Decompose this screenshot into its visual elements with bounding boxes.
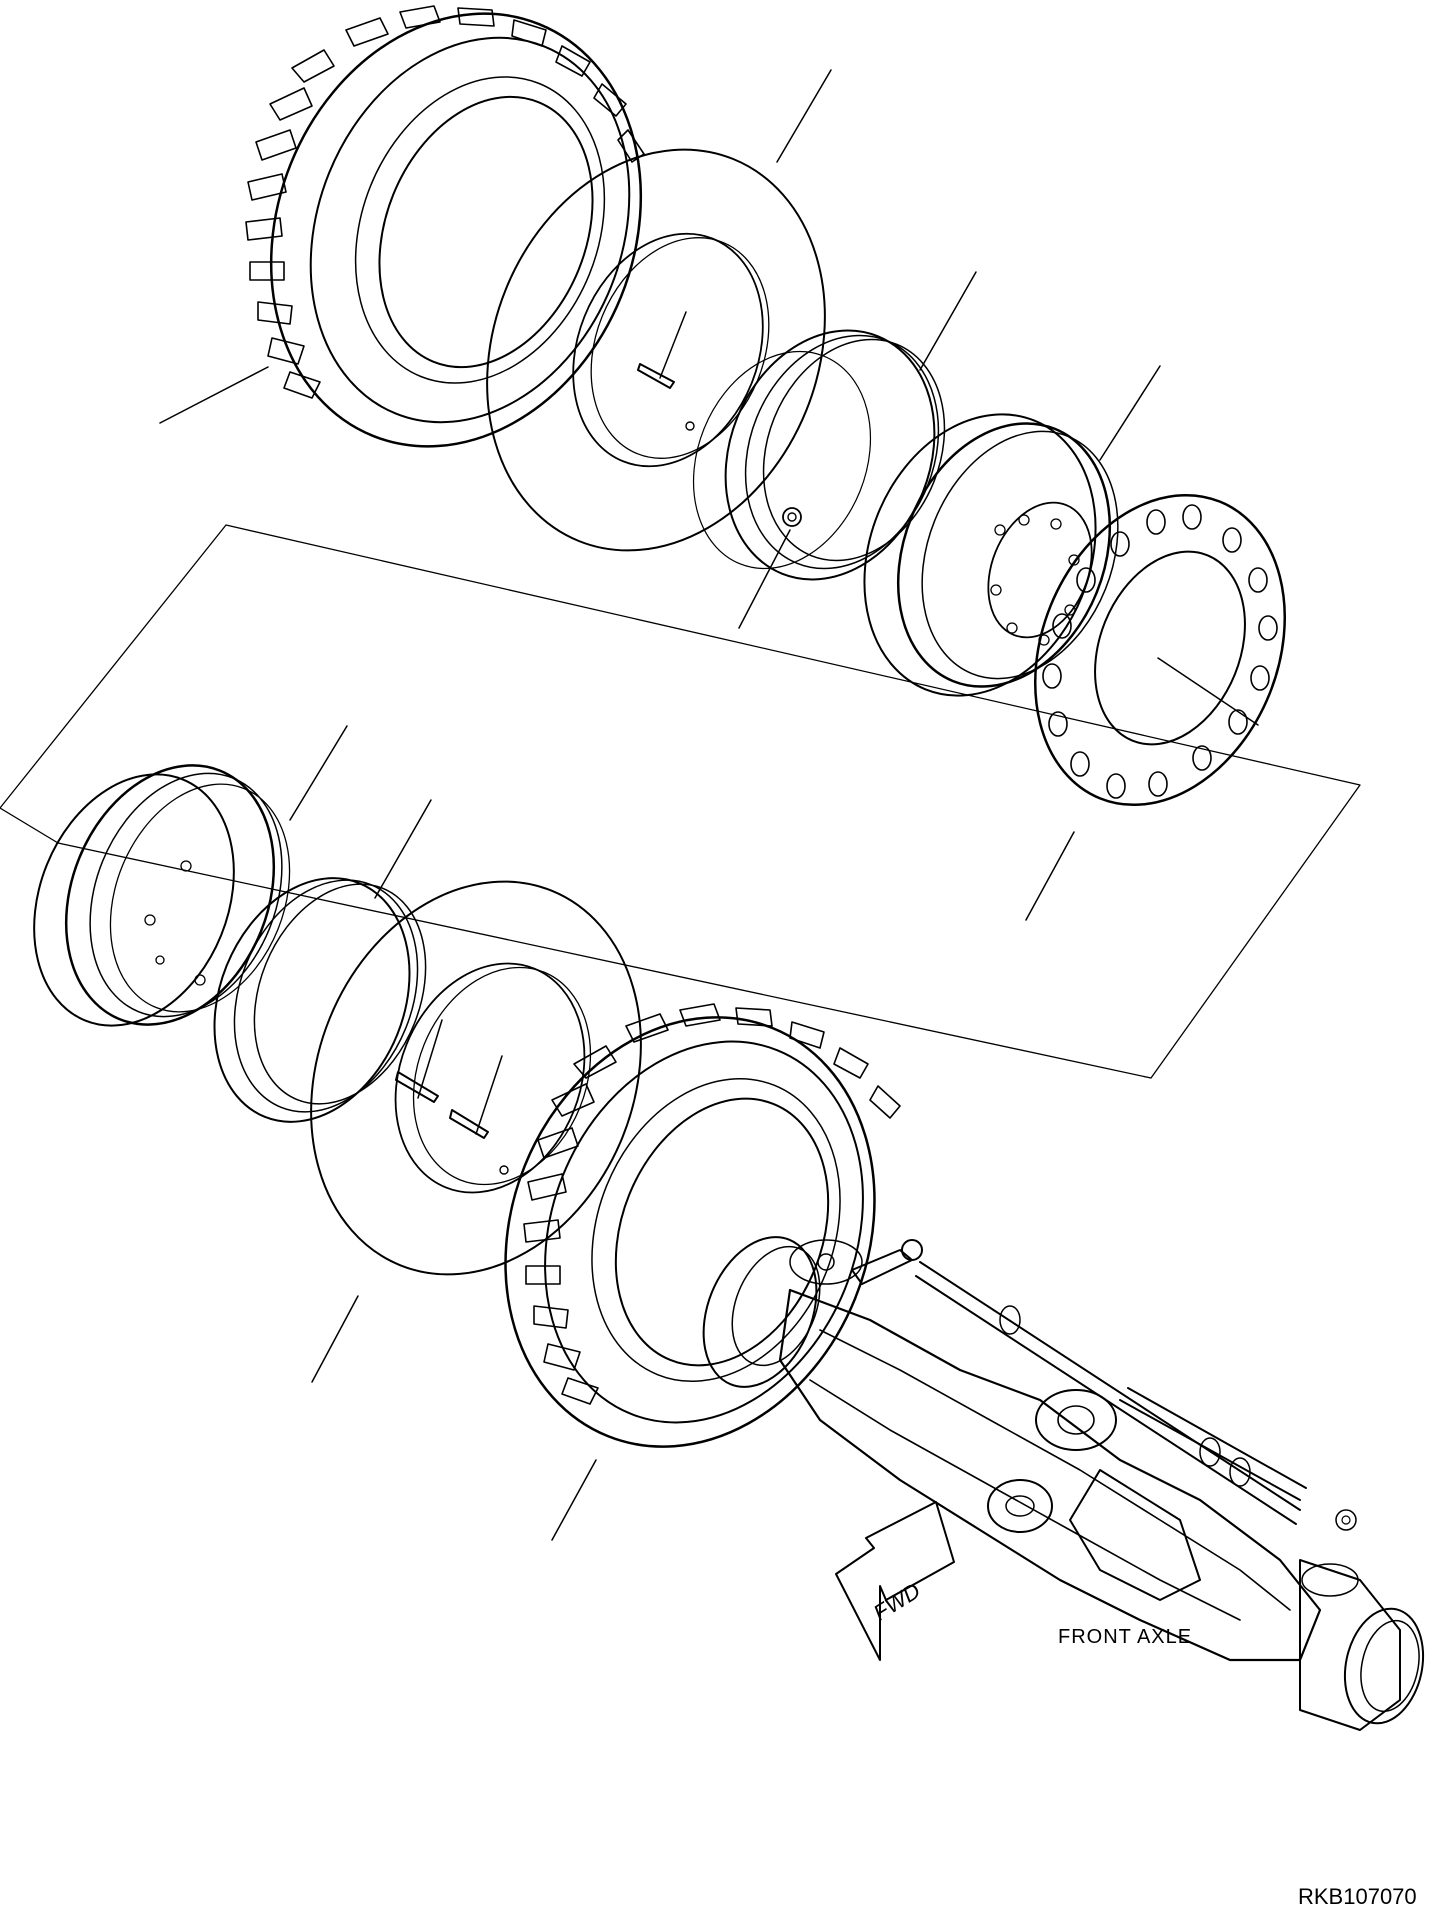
- leader-line-3: [659, 311, 687, 379]
- upper-rim: [863, 413, 1119, 697]
- leader-line-11: [417, 1019, 443, 1099]
- leader-line-10: [374, 799, 432, 899]
- leader-line-8: [1025, 831, 1075, 921]
- front-axle-assembly: [702, 1236, 1425, 1731]
- fwd-arrow: [835, 1501, 955, 1661]
- leader-line-4: [919, 271, 977, 371]
- leader-line-2: [776, 69, 832, 163]
- leader-line-12: [475, 1055, 503, 1135]
- leader-line-13: [311, 1295, 359, 1383]
- lower-side-ring: [213, 877, 427, 1123]
- upper-tire-flap: [486, 148, 826, 552]
- fwd-label: FWD: [869, 1578, 925, 1626]
- lower-inner-rim: [33, 764, 291, 1027]
- leader-line-1: [159, 366, 269, 424]
- leader-line-7: [1157, 657, 1259, 726]
- lower-outer-tire: [504, 1003, 901, 1448]
- wheel-spacer: [1034, 493, 1286, 807]
- inner-wheel-group-outline: [0, 524, 1361, 1079]
- leader-line-9: [289, 725, 348, 821]
- leader-line-14: [551, 1459, 597, 1541]
- leader-line-6: [1099, 365, 1161, 461]
- upper-outer-tire: [245, 5, 645, 448]
- upper-side-ring: [692, 329, 946, 581]
- lower-tire-flap: [310, 880, 642, 1276]
- front-axle-label: FRONT AXLE: [1058, 1626, 1192, 1648]
- drawing-code-label: RKB107070: [1298, 1884, 1417, 1909]
- leader-line-5: [738, 529, 791, 629]
